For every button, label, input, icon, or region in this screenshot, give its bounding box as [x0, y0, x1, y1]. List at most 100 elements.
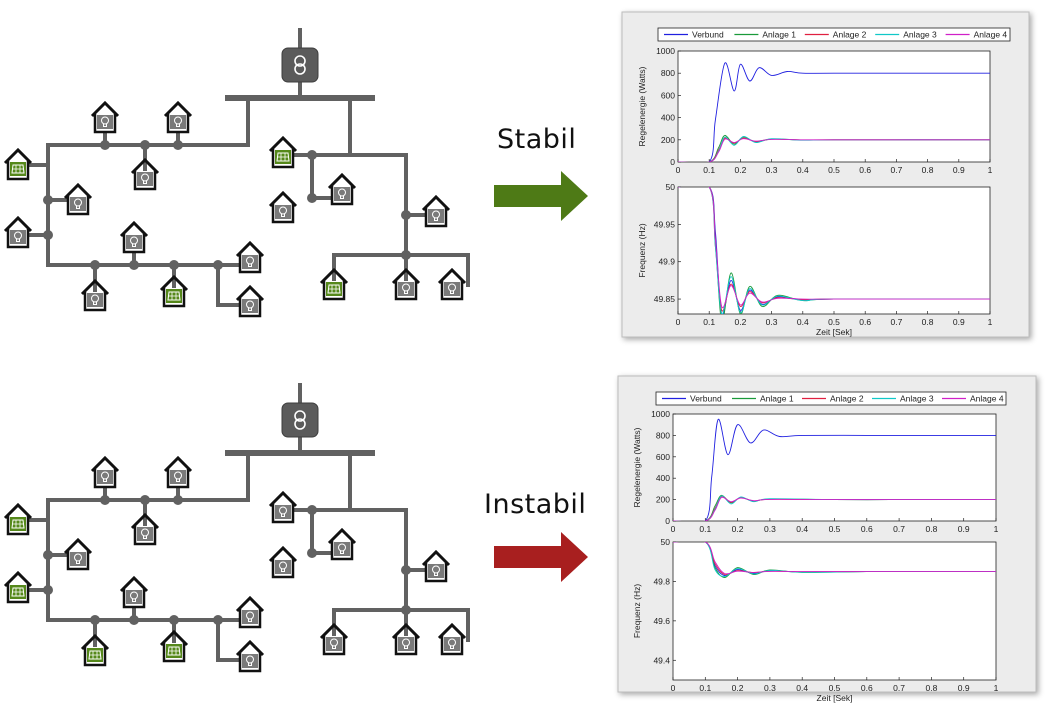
- consumer-house: [327, 527, 357, 561]
- house-roof: [3, 147, 33, 165]
- house-roof: [437, 622, 467, 640]
- bulb-tile: [334, 187, 350, 201]
- light-bulb-icon: [91, 294, 99, 305]
- x-tick-label: 0: [676, 165, 681, 175]
- consumer-house: [319, 622, 349, 656]
- consumer-house: [235, 284, 265, 318]
- light-bulb-icon: [432, 210, 440, 221]
- power-networks: [3, 28, 470, 673]
- x-tick-label: 0.4: [796, 683, 808, 693]
- x-tick-label: 0.5: [828, 165, 840, 175]
- junction-node: [213, 260, 223, 270]
- series-group: [678, 187, 990, 314]
- bulb-tile: [275, 505, 291, 519]
- series-line: [678, 62, 990, 162]
- light-bulb-icon: [246, 611, 254, 622]
- house-roof: [159, 629, 189, 647]
- house-roof: [163, 455, 193, 473]
- x-tick-label: 0.7: [893, 524, 905, 534]
- bulb-tile: [10, 230, 26, 244]
- x-tick-label: 0.4: [797, 165, 809, 175]
- house-roof: [130, 512, 160, 530]
- consumer-house: [90, 100, 120, 134]
- light-bulb-icon: [279, 206, 287, 217]
- distribution-network: [3, 383, 470, 673]
- y-axis-label: Regelenergie (Watts): [632, 427, 642, 507]
- solar-panel-icon: [327, 284, 341, 294]
- light-bulb-icon: [338, 543, 346, 554]
- consumer-house: [235, 639, 265, 673]
- house-roof: [391, 267, 421, 285]
- solar-house: [80, 633, 110, 667]
- transformer-box: [281, 402, 319, 438]
- bulb-tile: [242, 610, 258, 624]
- legend-label: Anlage 1: [760, 394, 794, 404]
- bulb-tile: [170, 470, 186, 484]
- series-line: [673, 542, 996, 575]
- series-group: [678, 62, 990, 162]
- house-roof: [80, 633, 110, 651]
- light-bulb-icon: [402, 283, 410, 294]
- bulb-tile: [137, 172, 153, 186]
- junction-node: [43, 230, 53, 240]
- y-tick-label: 1000: [651, 409, 670, 419]
- y-tick-label: 49.95: [654, 219, 676, 229]
- solar-panel-icon: [11, 519, 25, 529]
- x-tick-label: 0.9: [958, 524, 970, 534]
- y-axis-label: Frequenz (Hz): [637, 223, 647, 277]
- light-bulb-icon: [174, 116, 182, 127]
- light-bulb-icon: [402, 638, 410, 649]
- consumer-house: [235, 595, 265, 629]
- solar-house: [159, 629, 189, 663]
- x-tick-label: 0.7: [893, 683, 905, 693]
- consumer-house: [80, 278, 110, 312]
- x-tick-label: 0.5: [829, 683, 841, 693]
- bulb-tile: [242, 255, 258, 269]
- x-tick-label: 0.8: [925, 683, 937, 693]
- house-roof: [437, 267, 467, 285]
- consumer-house: [163, 455, 193, 489]
- house-roof: [90, 100, 120, 118]
- bulb-tile: [398, 637, 414, 651]
- house-roof: [235, 639, 265, 657]
- bulb-tile: [428, 209, 444, 223]
- y-axis-label: Frequenz (Hz): [632, 584, 642, 638]
- light-bulb-icon: [279, 561, 287, 572]
- house-roof: [268, 545, 298, 563]
- junction-node: [173, 495, 183, 505]
- junction-node: [43, 195, 53, 205]
- y-tick-label: 400: [656, 473, 670, 483]
- x-tick-label: 0.6: [859, 317, 871, 327]
- junction-node: [401, 210, 411, 220]
- x-tick-label: 1: [988, 317, 993, 327]
- bulb-tile: [326, 637, 342, 651]
- house-roof: [90, 455, 120, 473]
- bulb-tile: [87, 293, 103, 307]
- light-bulb-icon: [279, 506, 287, 517]
- consumer-house: [327, 172, 357, 206]
- consumer-house: [163, 100, 193, 134]
- x-tick-label: 0.1: [699, 683, 711, 693]
- consumer-house: [268, 545, 298, 579]
- light-bulb-icon: [174, 471, 182, 482]
- legend-box: [657, 27, 1011, 42]
- bulb-tile: [444, 282, 460, 296]
- junction-node: [169, 260, 179, 270]
- house-roof: [3, 215, 33, 233]
- legend-label: Anlage 4: [970, 394, 1004, 404]
- bulb-tile: [137, 527, 153, 541]
- x-tick-label: 0.3: [766, 165, 778, 175]
- transformer-box: [281, 47, 319, 83]
- light-bulb-icon: [101, 116, 109, 127]
- solar-panel-icon: [167, 646, 181, 656]
- x-tick-label: 0.8: [922, 317, 934, 327]
- solar-house: [3, 147, 33, 181]
- house-roof: [319, 622, 349, 640]
- legend-label: Anlage 1: [762, 30, 796, 40]
- house-roof: [119, 575, 149, 593]
- junction-node: [307, 193, 317, 203]
- series-line: [673, 496, 996, 521]
- y-tick-label: 49.4: [653, 655, 670, 665]
